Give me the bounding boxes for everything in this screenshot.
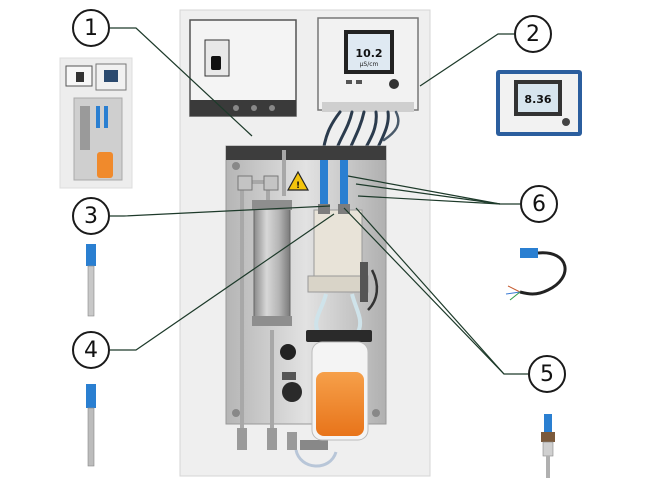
sensor-cable bbox=[505, 248, 567, 301]
exchanger-cylinder bbox=[252, 200, 292, 326]
sensor-1 bbox=[320, 160, 328, 214]
warning-icon bbox=[286, 170, 310, 191]
transmitter bbox=[317, 17, 419, 112]
callout-1: 1 bbox=[72, 9, 110, 47]
callout-4: 4 bbox=[72, 331, 110, 369]
leader-lines bbox=[110, 27, 528, 375]
lock-icon bbox=[211, 56, 221, 70]
temperature-sensor bbox=[541, 414, 555, 478]
callout-2: 2 bbox=[514, 15, 552, 53]
conductivity-sensor-3 bbox=[86, 244, 96, 317]
transmitter-value: 10.2 bbox=[355, 47, 382, 60]
sensor-2 bbox=[340, 160, 348, 214]
resin-vessel bbox=[306, 293, 372, 441]
transmitter-display bbox=[348, 34, 390, 70]
compact-transmitter-value: 8.36 bbox=[524, 93, 551, 106]
callout-5: 5 bbox=[528, 355, 566, 393]
valve-icon bbox=[280, 344, 328, 450]
transmitter-navigator bbox=[389, 79, 399, 89]
callout-6: 6 bbox=[520, 185, 558, 223]
panel-thumbnail bbox=[59, 57, 133, 189]
junction-box bbox=[189, 19, 297, 117]
conductivity-sensor-4 bbox=[86, 384, 96, 467]
transmitter-unit: µS/cm bbox=[360, 61, 379, 68]
compact-transmitter bbox=[496, 70, 582, 136]
svg-text:!: ! bbox=[296, 181, 300, 191]
callout-3: 3 bbox=[72, 197, 110, 235]
